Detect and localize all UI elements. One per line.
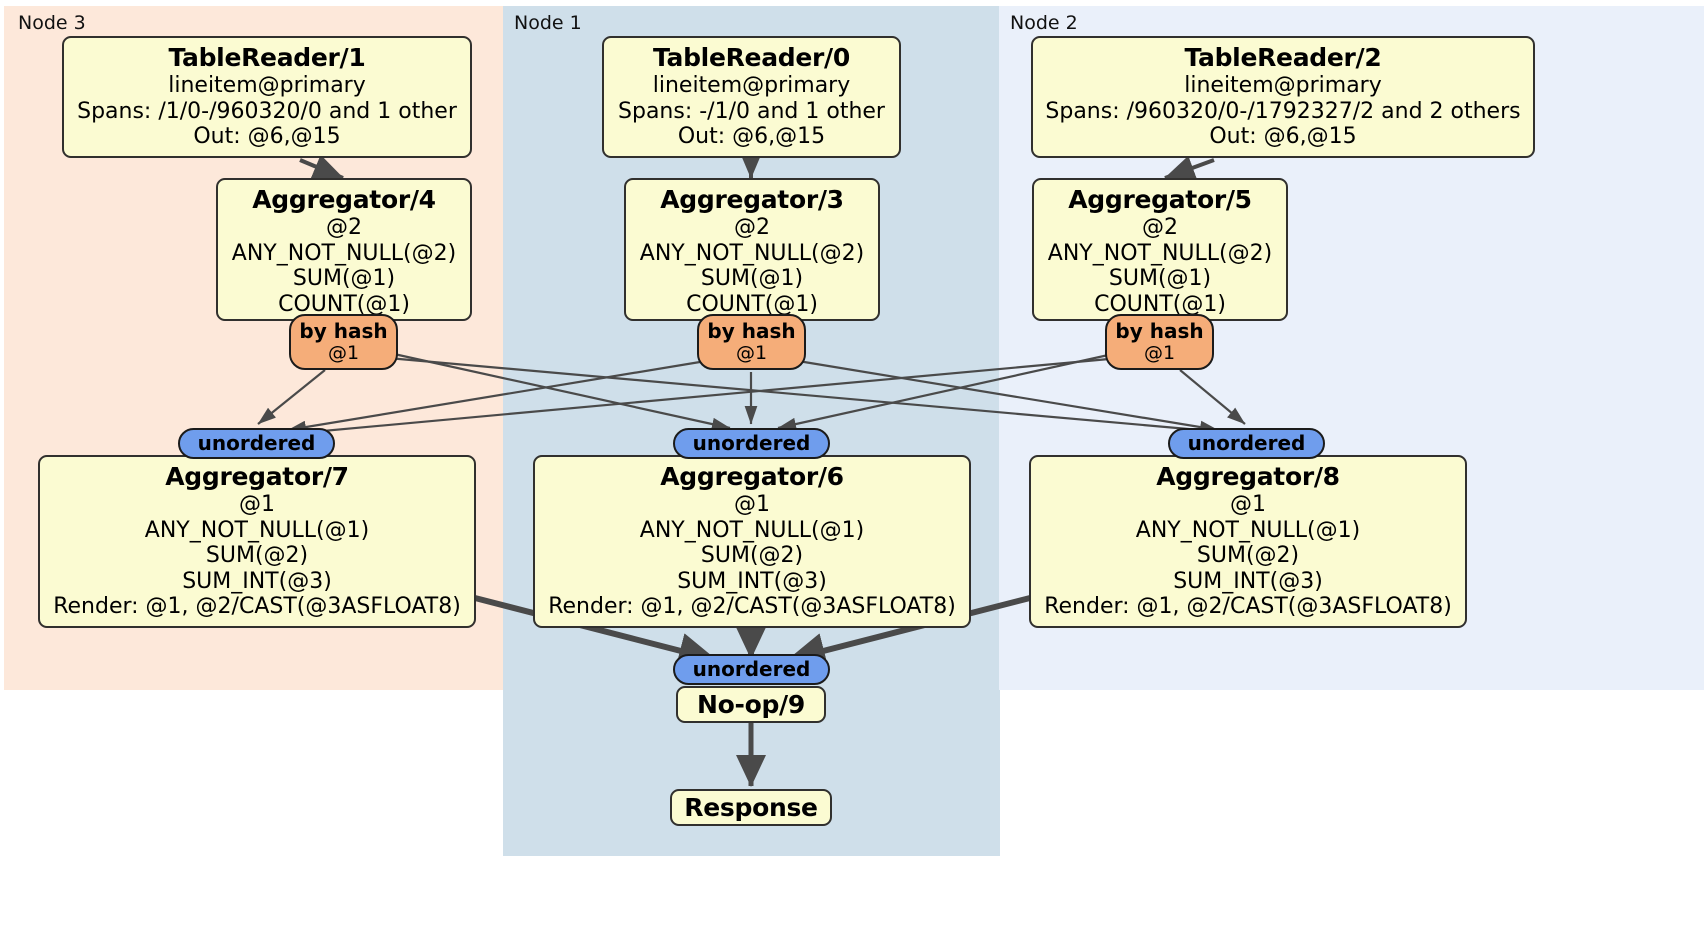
router-label: unordered <box>197 430 316 455</box>
router-sublabel: @1 <box>1143 341 1176 364</box>
router-sublabel: @1 <box>735 341 768 364</box>
processor-detail: ANY_NOT_NULL(@2) <box>1047 240 1273 266</box>
processor-detail: Spans: -/1/0 and 1 other <box>618 98 885 124</box>
processor-detail: Render: @1, @2/CAST(@3ASFLOAT8) <box>548 594 956 620</box>
router-label: by hash <box>707 318 796 343</box>
processor-detail: Render: @1, @2/CAST(@3ASFLOAT8) <box>53 594 461 620</box>
processor-title: Aggregator/6 <box>660 462 844 491</box>
router-unordered-node2[interactable]: unordered <box>1168 428 1325 459</box>
processor-title: Aggregator/4 <box>252 185 436 214</box>
router-label: unordered <box>692 430 811 455</box>
processor-detail: SUM_INT(@3) <box>182 568 332 594</box>
processor-title: TableReader/0 <box>652 43 850 72</box>
processor-title: Aggregator/7 <box>165 462 349 491</box>
processor-detail: COUNT(@1) <box>1094 291 1226 317</box>
processor-detail: SUM(@1) <box>292 266 396 292</box>
processor-detail: Out: @6,@15 <box>677 124 826 150</box>
processor-detail: @1 <box>1230 492 1266 517</box>
processor-detail: SUM_INT(@3) <box>677 568 827 594</box>
processor-table-reader-1[interactable]: TableReader/1 lineitem@primary Spans: /1… <box>62 36 472 158</box>
node-label-node3: Node 3 <box>18 12 86 34</box>
processor-detail: COUNT(@1) <box>686 291 818 317</box>
processor-detail: lineitem@primary <box>652 73 851 98</box>
router-label: by hash <box>1115 318 1204 343</box>
processor-detail: Spans: /960320/0-/1792327/2 and 2 others <box>1045 98 1521 124</box>
processor-detail: ANY_NOT_NULL(@1) <box>1135 517 1361 543</box>
processor-detail: SUM(@2) <box>700 543 804 569</box>
processor-detail: COUNT(@1) <box>278 291 410 317</box>
processor-aggregator-3[interactable]: Aggregator/3 @2 ANY_NOT_NULL(@2) SUM(@1)… <box>624 178 880 321</box>
processor-detail: ANY_NOT_NULL(@2) <box>231 240 457 266</box>
processor-detail: SUM(@1) <box>1108 266 1212 292</box>
router-sublabel: @1 <box>327 341 360 364</box>
router-by-hash-node3[interactable]: by hash @1 <box>289 314 398 370</box>
processor-detail: lineitem@primary <box>168 73 366 98</box>
processor-detail: @2 <box>734 215 770 240</box>
router-label: unordered <box>1187 430 1306 455</box>
processor-detail: Out: @6,@15 <box>193 124 341 150</box>
processor-title: TableReader/1 <box>168 43 366 72</box>
processor-detail: SUM_INT(@3) <box>1173 568 1323 594</box>
processor-aggregator-8[interactable]: Aggregator/8 @1 ANY_NOT_NULL(@1) SUM(@2)… <box>1029 455 1467 628</box>
processor-detail: lineitem@primary <box>1184 73 1382 98</box>
processor-detail: Out: @6,@15 <box>1209 124 1357 150</box>
processor-detail: ANY_NOT_NULL(@1) <box>144 517 370 543</box>
router-unordered-final[interactable]: unordered <box>673 654 830 685</box>
processor-aggregator-4[interactable]: Aggregator/4 @2 ANY_NOT_NULL(@2) SUM(@1)… <box>216 178 472 321</box>
processor-detail: SUM(@2) <box>1196 543 1300 569</box>
processor-title: Aggregator/5 <box>1068 185 1252 214</box>
processor-detail: @1 <box>239 492 275 517</box>
processor-aggregator-6[interactable]: Aggregator/6 @1 ANY_NOT_NULL(@1) SUM(@2)… <box>533 455 971 628</box>
node-label-node1: Node 1 <box>514 12 582 34</box>
processor-title: Aggregator/8 <box>1156 462 1340 491</box>
processor-title: No-op/9 <box>697 690 805 719</box>
router-label: by hash <box>299 318 388 343</box>
processor-detail: SUM(@2) <box>205 543 309 569</box>
processor-title: Aggregator/3 <box>660 185 844 214</box>
processor-title: Response <box>684 793 818 822</box>
processor-detail: @2 <box>326 215 362 240</box>
processor-title: TableReader/2 <box>1184 43 1382 72</box>
router-by-hash-node1[interactable]: by hash @1 <box>697 314 806 370</box>
processor-detail: ANY_NOT_NULL(@2) <box>639 240 865 266</box>
router-label: unordered <box>692 656 811 681</box>
processor-aggregator-7[interactable]: Aggregator/7 @1 ANY_NOT_NULL(@1) SUM(@2)… <box>38 455 476 628</box>
router-unordered-node3[interactable]: unordered <box>178 428 335 459</box>
processor-detail: Spans: /1/0-/960320/0 and 1 other <box>77 98 457 124</box>
processor-aggregator-5[interactable]: Aggregator/5 @2 ANY_NOT_NULL(@2) SUM(@1)… <box>1032 178 1288 321</box>
processor-table-reader-2[interactable]: TableReader/2 lineitem@primary Spans: /9… <box>1031 36 1535 158</box>
node-label-node2: Node 2 <box>1010 12 1078 34</box>
router-by-hash-node2[interactable]: by hash @1 <box>1105 314 1214 370</box>
processor-no-op-9[interactable]: No-op/9 <box>676 686 826 723</box>
processor-detail: @2 <box>1142 215 1178 240</box>
router-unordered-node1[interactable]: unordered <box>673 428 830 459</box>
processor-detail: @1 <box>734 492 770 517</box>
processor-detail: ANY_NOT_NULL(@1) <box>639 517 865 543</box>
processor-detail: SUM(@1) <box>700 266 804 292</box>
processor-response[interactable]: Response <box>670 789 832 826</box>
processor-table-reader-0[interactable]: TableReader/0 lineitem@primary Spans: -/… <box>602 36 901 158</box>
processor-detail: Render: @1, @2/CAST(@3ASFLOAT8) <box>1044 594 1452 620</box>
